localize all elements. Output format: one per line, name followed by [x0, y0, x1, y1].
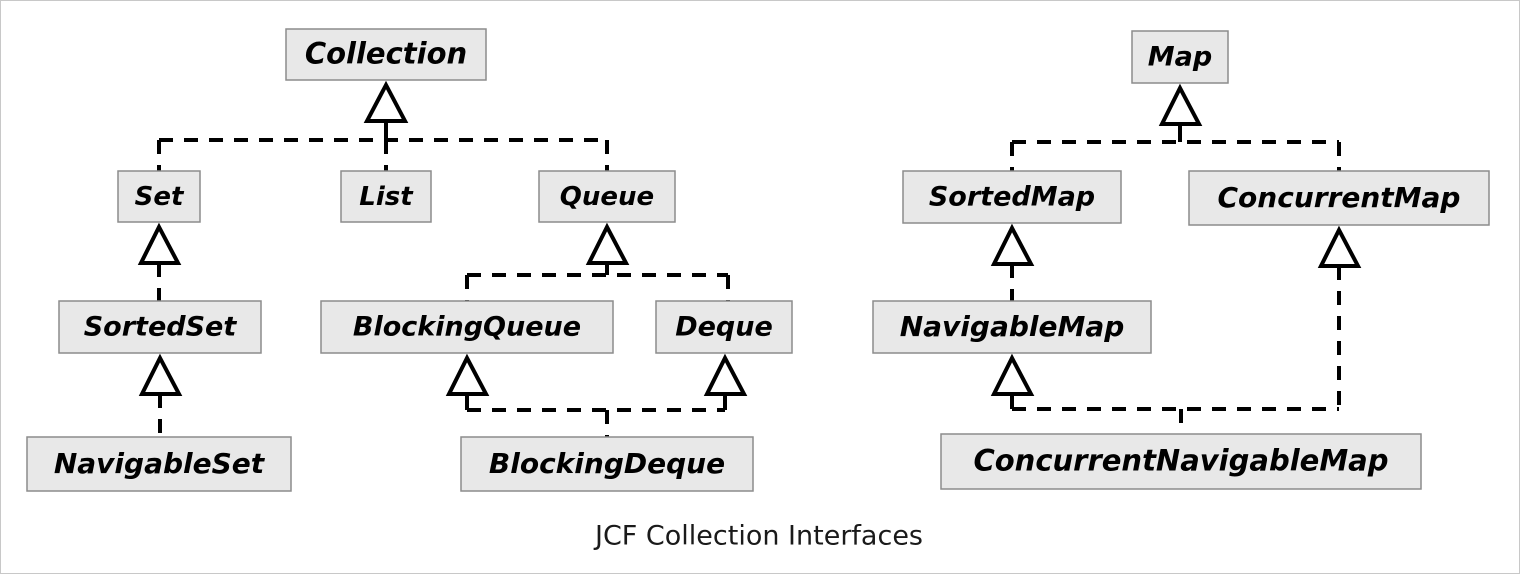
uml-class-box-navigablemap[interactable]: NavigableMap: [872, 300, 1152, 354]
uml-class-box-list[interactable]: List: [340, 170, 432, 223]
generalization-arrow-to-collection: [363, 80, 409, 123]
generalization-arrow-to-queue: [585, 222, 630, 265]
uml-class-box-navigableset[interactable]: NavigableSet: [26, 436, 292, 492]
generalization-arrow-to-sortedset: [138, 353, 183, 396]
uml-class-label-deque: Deque: [675, 312, 773, 343]
uml-class-box-rect-concurrentnavigablemap: [940, 433, 1422, 490]
generalization-arrow-to-map: [1158, 83, 1203, 126]
uml-class-label-sortedset: SortedSet: [84, 312, 238, 343]
uml-class-box-rect-collection: [285, 28, 487, 81]
uml-class-label-blockingdeque: BlockingDeque: [489, 447, 725, 480]
uml-class-label-sortedmap: SortedMap: [929, 182, 1095, 213]
uml-class-label-set: Set: [135, 182, 185, 212]
generalization-arrow-to-navigablemap: [990, 353, 1035, 396]
uml-class-box-rect-blockingdeque: [460, 436, 754, 492]
uml-class-box-blockingdeque[interactable]: BlockingDeque: [460, 436, 754, 492]
generalization-arrow-to-sortedmap: [990, 223, 1035, 266]
uml-class-box-rect-concurrentmap: [1188, 170, 1490, 226]
uml-class-box-rect-blockingqueue: [320, 300, 614, 354]
connector-group-sortedmap-chain: [990, 223, 1035, 301]
uml-class-box-deque[interactable]: Deque: [655, 300, 793, 354]
uml-class-box-collection[interactable]: Collection: [285, 28, 487, 81]
uml-class-label-navigablemap: NavigableMap: [900, 310, 1125, 343]
generalization-arrow-to-deque: [703, 353, 748, 396]
uml-class-box-set[interactable]: Set: [117, 170, 201, 223]
uml-class-label-concurrentmap: ConcurrentMap: [1218, 181, 1461, 214]
generalization-arrow-to-concurrentmap: [1317, 225, 1362, 268]
uml-class-box-rect-navigablemap: [872, 300, 1152, 354]
connector-group-concurrentnavigablemap: [990, 225, 1362, 434]
uml-class-box-concurrentnavigablemap[interactable]: ConcurrentNavigableMap: [940, 433, 1422, 490]
uml-class-box-rect-navigableset: [26, 436, 292, 492]
uml-class-box-sortedset[interactable]: SortedSet: [58, 300, 262, 354]
uml-class-box-rect-map: [1131, 30, 1229, 84]
uml-class-box-sortedmap[interactable]: SortedMap: [902, 170, 1122, 224]
uml-class-box-rect-queue: [538, 170, 676, 223]
uml-class-box-rect-list: [340, 170, 432, 223]
uml-class-label-queue: Queue: [560, 182, 654, 212]
generalization-arrow-to-set: [137, 222, 182, 265]
uml-class-label-collection: Collection: [305, 37, 467, 71]
connector-group-queue-children: [465, 222, 730, 301]
uml-class-label-concurrentnavigablemap: ConcurrentNavigableMap: [973, 444, 1388, 478]
diagram-caption: JCF Collection Interfaces: [593, 521, 923, 552]
uml-class-box-queue[interactable]: Queue: [538, 170, 676, 223]
uml-class-box-concurrentmap[interactable]: ConcurrentMap: [1188, 170, 1490, 226]
uml-class-label-navigableset: NavigableSet: [54, 447, 266, 480]
uml-class-box-rect-set: [117, 170, 201, 223]
uml-class-box-rect-sortedset: [58, 300, 262, 354]
generalization-arrow-to-blockingqueue: [445, 353, 490, 396]
connector-group-map: [1010, 83, 1341, 171]
uml-class-box-rect-deque: [655, 300, 793, 354]
connector-group-collection: [157, 80, 609, 171]
uml-class-label-map: Map: [1148, 42, 1212, 73]
uml-class-label-list: List: [359, 182, 414, 212]
connector-group-blockingdeque: [445, 353, 748, 437]
uml-class-box-rect-sortedmap: [902, 170, 1122, 224]
uml-class-label-blockingqueue: BlockingQueue: [353, 312, 581, 343]
uml-class-box-map[interactable]: Map: [1131, 30, 1229, 84]
connector-group-set-chain: [137, 222, 183, 437]
uml-class-box-blockingqueue[interactable]: BlockingQueue: [320, 300, 614, 354]
